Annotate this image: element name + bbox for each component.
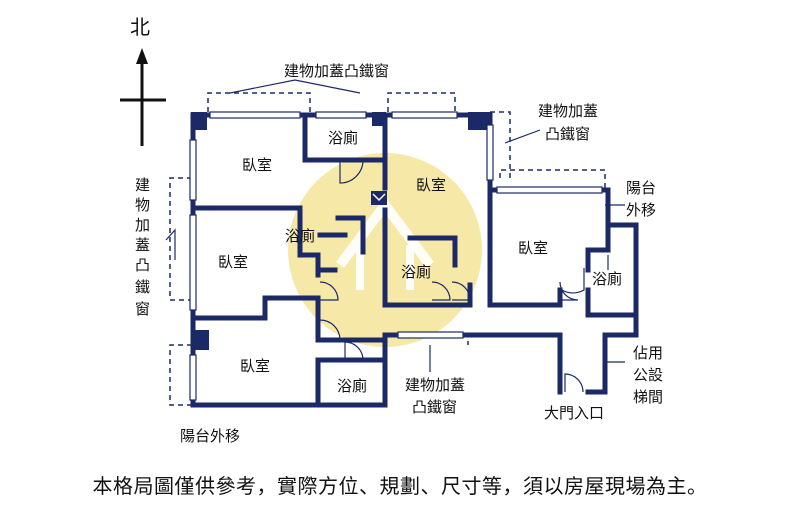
svg-text:凸: 凸 [135, 256, 150, 274]
room-label-bedroom-nw: 臥室 [242, 156, 272, 174]
leader-lines [165, 79, 625, 372]
room-label-bath-c: 浴廁 [401, 263, 431, 281]
svg-text:梯間: 梯間 [633, 388, 663, 406]
svg-text:窗: 窗 [135, 300, 150, 318]
bay-window-ne-label-1: 建物加蓋 [538, 102, 598, 120]
room-label-bedroom-n: 臥室 [416, 176, 446, 194]
bay-window-s-label-2: 凸鐵窗 [412, 398, 457, 416]
svg-text:公設: 公設 [633, 366, 663, 384]
balcony-e-label-2: 外移 [626, 201, 656, 219]
stair-label: 佔用 公設 梯間 [633, 344, 663, 406]
entrance-label: 大門入口 [544, 404, 604, 422]
envelope-icon [371, 191, 387, 205]
room-label-bedroom-e: 臥室 [518, 239, 548, 257]
room-label-bedroom-sw: 臥室 [240, 357, 270, 375]
svg-text:物: 物 [135, 196, 150, 214]
svg-text:蓋: 蓋 [135, 236, 150, 254]
windows [189, 111, 603, 401]
disclaimer-note: 本格局圖僅供參考，實際方位、規劃、尺寸等，須以房屋現場為主。 [92, 474, 708, 498]
columns [191, 112, 490, 350]
bay-window-s-label-1: 建物加蓋 [405, 376, 465, 394]
floor-plan: 北 [120, 15, 663, 445]
balcony-sw-label: 陽台外移 [180, 427, 240, 445]
balcony-e-label-1: 陽台 [626, 179, 656, 197]
svg-text:加: 加 [135, 216, 150, 234]
north-arrow-icon [120, 48, 166, 146]
bay-window-top-label: 建物加蓋凸鐵窗 [284, 62, 389, 80]
north-label: 北 [130, 15, 150, 39]
room-label-bath-w: 浴廁 [285, 227, 315, 245]
room-label-bath-n: 浴廁 [328, 129, 358, 147]
svg-text:建: 建 [135, 176, 150, 194]
bay-window-w-label: 建 物 加 蓋 凸 鐵 窗 [135, 176, 150, 318]
room-label-bath-e: 浴廁 [592, 270, 622, 288]
svg-text:鐵: 鐵 [135, 278, 150, 296]
doors [319, 159, 609, 393]
svg-text:佔用: 佔用 [633, 344, 663, 362]
room-label-bath-s: 浴廁 [337, 377, 367, 395]
room-label-bedroom-w: 臥室 [218, 253, 248, 271]
bay-window-ne-label-2: 凸鐵窗 [545, 125, 590, 143]
